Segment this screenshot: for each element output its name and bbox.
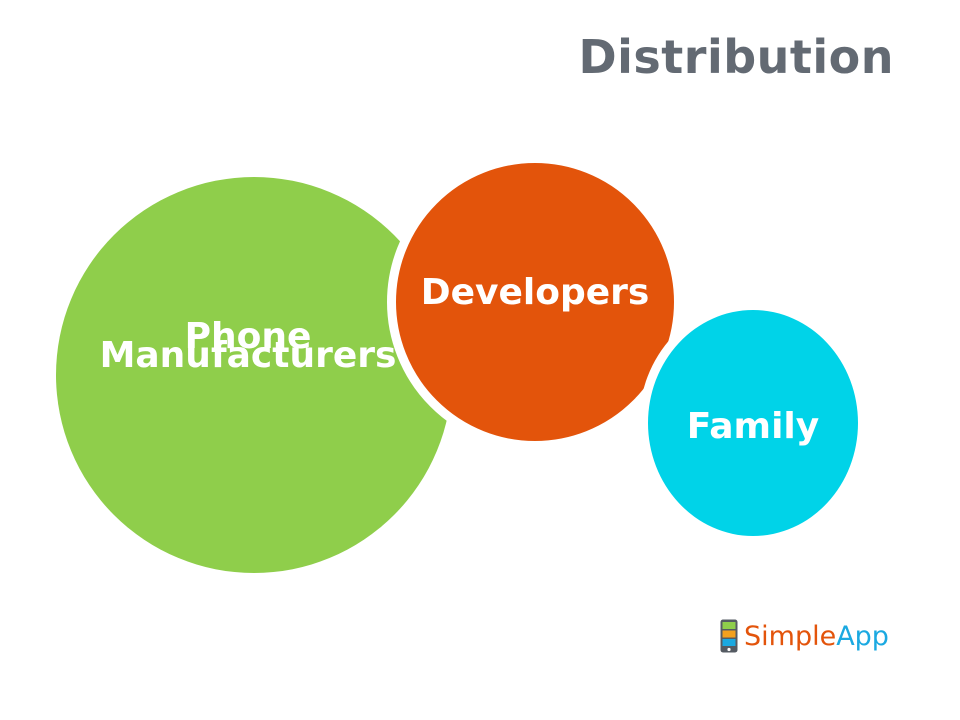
simpleapp-logo: SimpleApp — [720, 619, 889, 653]
slide-title: Distribution — [578, 30, 894, 84]
circle-family: Family — [639, 301, 867, 545]
phone-icon — [720, 619, 738, 653]
circle-label-line1: Phone — [184, 316, 312, 358]
circle-label: Phone Manufacturers — [100, 316, 397, 380]
logo-wordmark: SimpleApp — [744, 623, 889, 650]
circle-phone-manufacturers: Phone Manufacturers — [56, 177, 452, 573]
circle-label: Family — [686, 405, 820, 447]
circle-label-line2: Manufacturers — [99, 335, 397, 376]
circle-label: Developers — [420, 271, 650, 313]
circle-developers: Developers — [387, 154, 683, 450]
logo-word-app: App — [836, 620, 889, 652]
logo-word-simple: Simple — [744, 620, 837, 652]
